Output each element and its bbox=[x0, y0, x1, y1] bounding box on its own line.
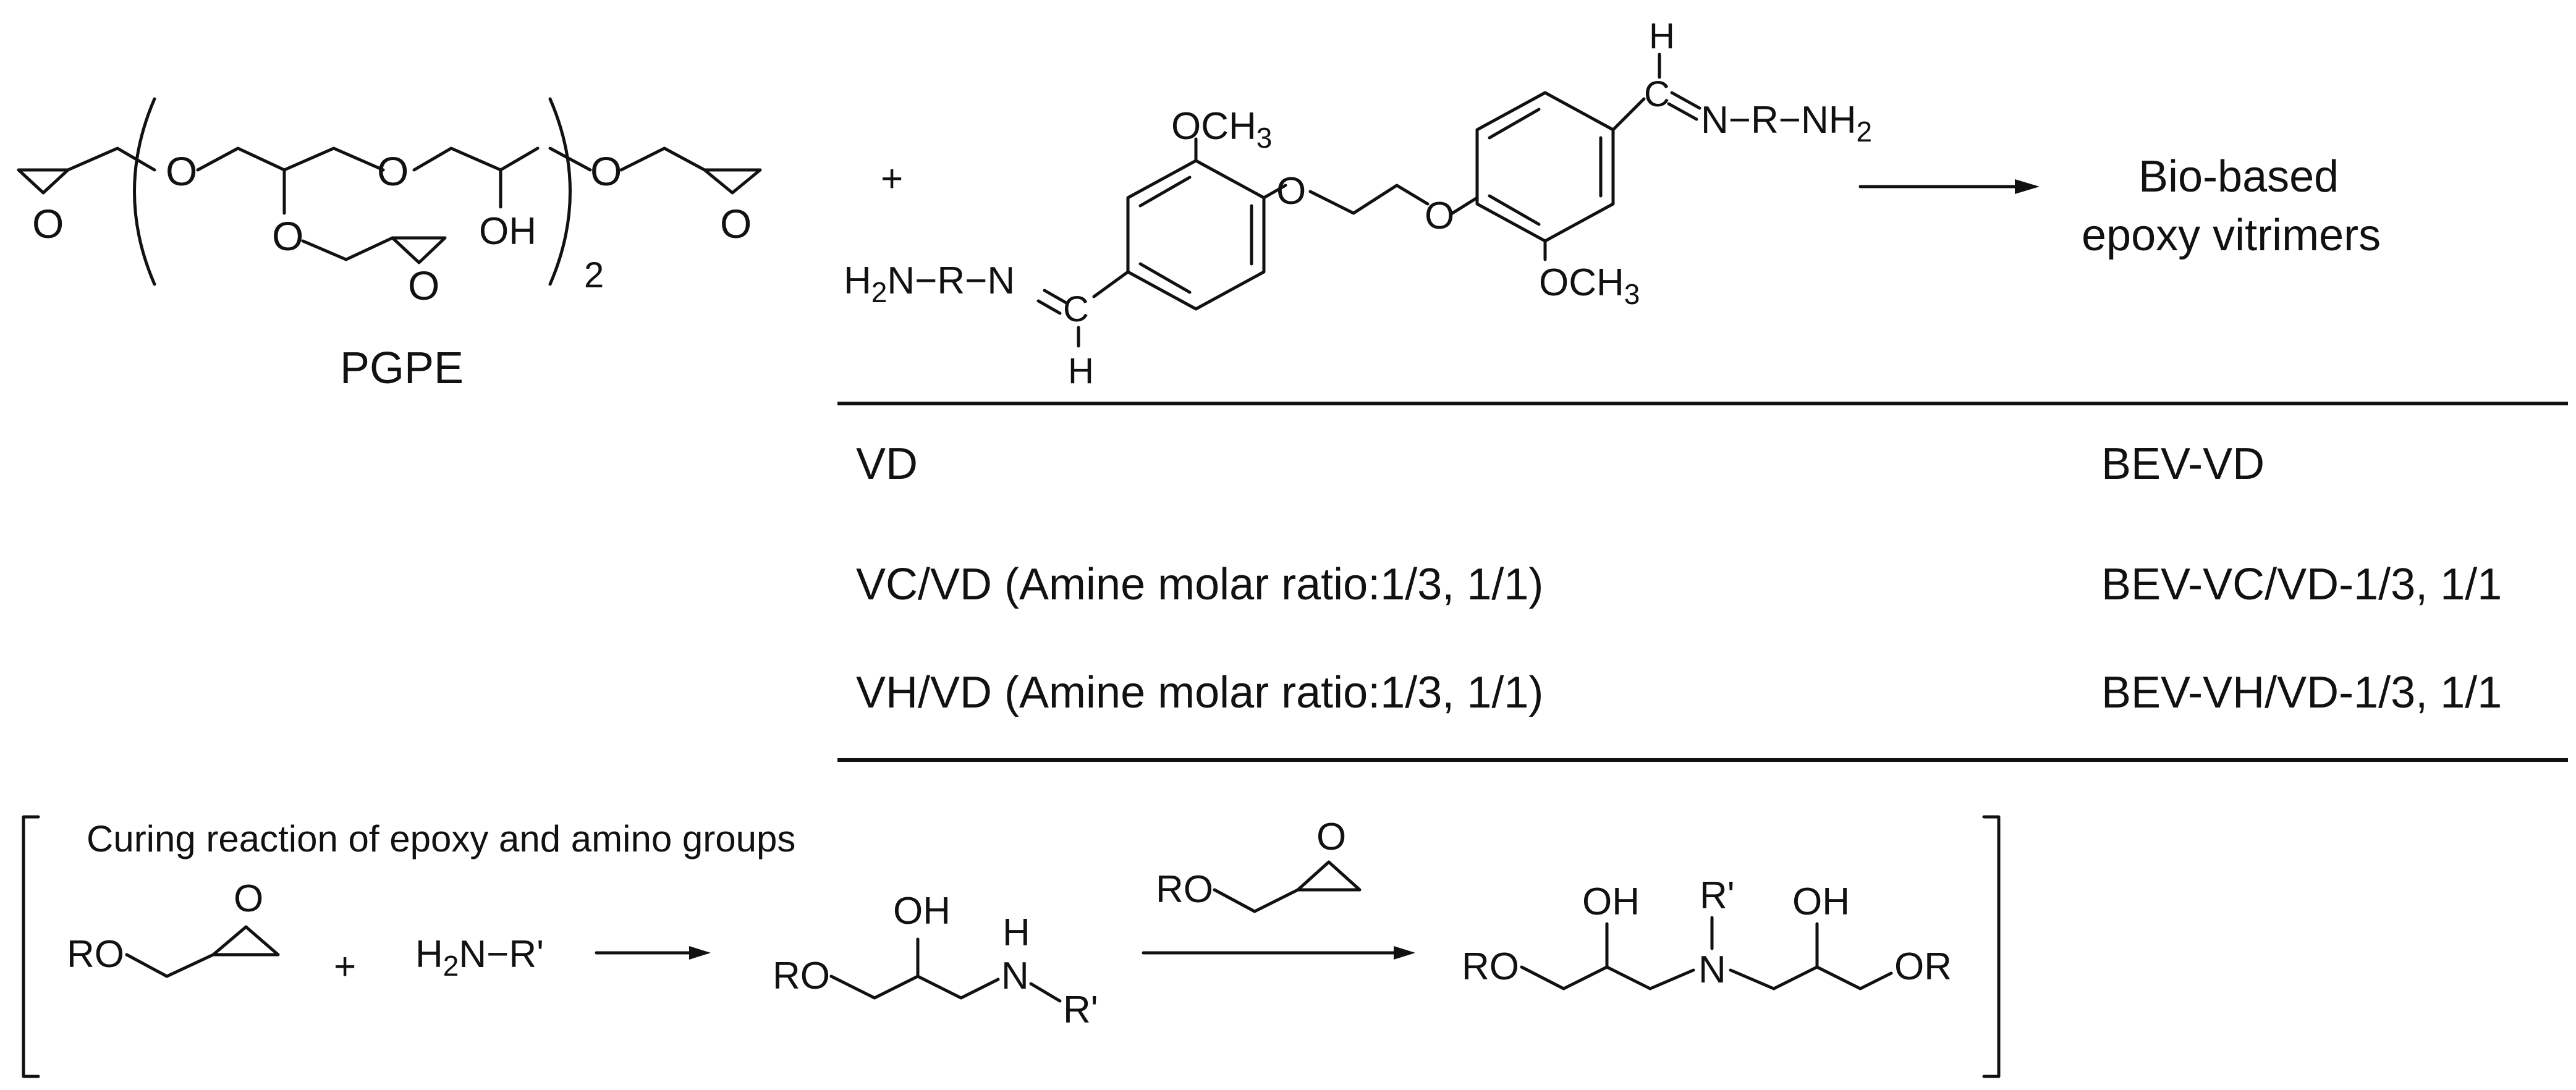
imine-h-top: H bbox=[1649, 16, 1675, 56]
bracket-left bbox=[22, 815, 40, 1078]
product-label-line2: epoxy vitrimers bbox=[2082, 211, 2381, 260]
curing-n-1: N bbox=[1001, 955, 1029, 997]
curing-amine: H2N−R' bbox=[415, 933, 544, 982]
pgpe-hydroxyl: OH bbox=[479, 210, 536, 253]
table-product-0: BEV-VD bbox=[2101, 439, 2265, 489]
pgpe-epoxide-o-mid: O bbox=[408, 263, 439, 308]
pgpe-ether-o-4: O bbox=[590, 148, 622, 194]
curing-ro-2: RO bbox=[773, 955, 830, 997]
curing-ro-1: RO bbox=[67, 933, 124, 976]
table-product-2: BEV-VH/VD-1/3, 1/1 bbox=[2101, 668, 2502, 717]
curing-rprime-1: R' bbox=[1063, 989, 1098, 1031]
reaction-arrow-main bbox=[1858, 179, 2040, 194]
pgpe-epoxide-o-right: O bbox=[720, 201, 752, 247]
ether-o-right: O bbox=[1425, 195, 1454, 237]
curing-title: Curing reaction of epoxy and amino group… bbox=[87, 818, 795, 860]
table-amine-2: VH/VD (Amine molar ratio:1/3, 1/1) bbox=[856, 668, 1543, 717]
pgpe-structure: O O O OH O O 2 O O PGPE bbox=[17, 97, 762, 393]
curing-h-1: H bbox=[1002, 911, 1030, 954]
plus-sign-top: + bbox=[881, 158, 903, 200]
amine-chain-left: H2N−R−N bbox=[844, 260, 1015, 308]
imine-c-top: C bbox=[1644, 74, 1670, 114]
pgpe-ether-o-2: O bbox=[377, 148, 409, 194]
imine-chain-right: N−R−NH2 bbox=[1701, 99, 1872, 148]
pgpe-ether-o-1: O bbox=[166, 148, 197, 194]
curing-ro-3: RO bbox=[1156, 868, 1213, 911]
imine-h-bottom: H bbox=[1068, 351, 1094, 391]
methoxy-bottom: OCH3 bbox=[1539, 261, 1640, 310]
curing-rprime-2: R' bbox=[1700, 874, 1735, 917]
curing-scheme: Curing reaction of epoxy and amino group… bbox=[22, 815, 2001, 1078]
curing-oh-3: OH bbox=[1792, 881, 1850, 923]
product-label-line1: Bio-based bbox=[2138, 152, 2339, 201]
diamine-structure: + OCH3 O O OCH3 H C N−R−NH2 C bbox=[844, 16, 1872, 391]
methoxy-top: OCH3 bbox=[1171, 105, 1272, 154]
curing-epoxide-o-2: O bbox=[1316, 816, 1346, 858]
ether-o-left: O bbox=[1276, 170, 1306, 213]
curing-ro-4: RO bbox=[1462, 945, 1519, 988]
pgpe-epoxide-o-left: O bbox=[32, 201, 64, 247]
formulation-table: VD BEV-VD VC/VD (Amine molar ratio:1/3, … bbox=[837, 402, 2568, 762]
pgpe-ether-o-3: O bbox=[272, 213, 303, 259]
curing-oh-2: OH bbox=[1582, 881, 1640, 923]
table-product-1: BEV-VC/VD-1/3, 1/1 bbox=[2101, 560, 2502, 609]
table-amine-1: VC/VD (Amine molar ratio:1/3, 1/1) bbox=[856, 560, 1543, 609]
pgpe-label: PGPE bbox=[340, 344, 464, 393]
curing-n-2: N bbox=[1698, 948, 1726, 991]
imine-c-bottom: C bbox=[1063, 289, 1089, 329]
table-amine-0: VD bbox=[856, 439, 918, 489]
curing-epoxide-o-1: O bbox=[234, 877, 263, 920]
curing-or: OR bbox=[1894, 945, 1952, 988]
curing-plus: + bbox=[334, 945, 356, 988]
curing-oh-1: OH bbox=[893, 890, 951, 932]
bracket-right bbox=[1982, 815, 2001, 1078]
pgpe-repeat-subscript: 2 bbox=[584, 255, 604, 295]
